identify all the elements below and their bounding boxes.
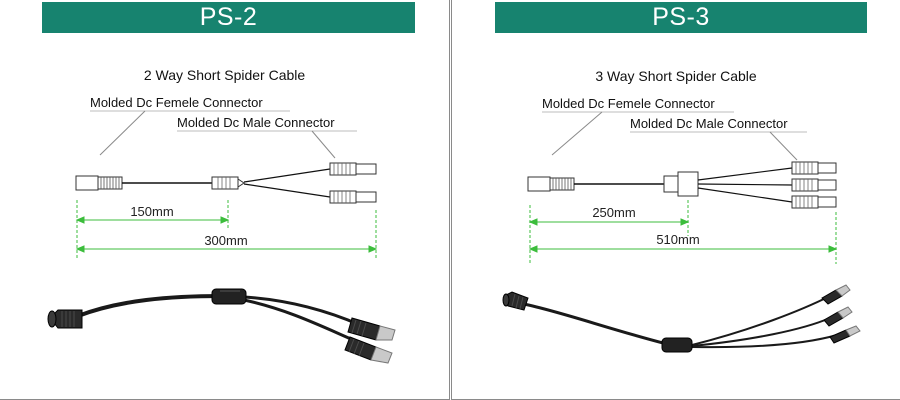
cable-photo-ps3 bbox=[502, 284, 861, 353]
female-connector-label-ps3: Molded Dc Femele Connector bbox=[542, 96, 715, 111]
branch-cable-3 bbox=[697, 187, 793, 203]
male-callout-leader bbox=[311, 130, 336, 159]
dim-arrows-short bbox=[75, 216, 230, 224]
panel-ps2: PS-2 2 Way Short Spider Cable Molded Dc … bbox=[0, 0, 450, 400]
panel-header-ps2: PS-2 bbox=[42, 2, 415, 33]
dim-label-long-ps3: 510mm bbox=[656, 232, 699, 247]
dim-label-short-ps3: 250mm bbox=[592, 205, 635, 220]
male-dc-connector-2 bbox=[329, 190, 377, 204]
spider-cable-drawing-ps3: 250mm 510mm bbox=[502, 111, 861, 353]
splitter-block bbox=[663, 171, 699, 197]
panel-header-ps3: PS-3 bbox=[495, 2, 867, 33]
splitter-block bbox=[211, 176, 245, 190]
dim-label-long-ps2: 300mm bbox=[204, 233, 247, 248]
female-connector-label-ps2: Molded Dc Femele Connector bbox=[90, 95, 263, 110]
male-dc-connector-1 bbox=[791, 161, 837, 175]
diagram-subtitle-ps3: 3 Way Short Spider Cable bbox=[595, 68, 757, 84]
diagram-subtitle-ps2: 2 Way Short Spider Cable bbox=[143, 67, 306, 83]
branch-cable-2 bbox=[243, 183, 331, 198]
male-callout-leader bbox=[769, 131, 798, 161]
male-dc-connector-3 bbox=[791, 195, 837, 209]
cable-photo-ps2 bbox=[47, 288, 396, 364]
spider-cable-drawing-ps2: 150mm 300mm bbox=[47, 110, 396, 364]
branch-cable-1 bbox=[243, 168, 331, 183]
dim-arrows-short bbox=[528, 218, 690, 226]
female-dc-connector bbox=[527, 176, 575, 192]
branch-cable-1 bbox=[697, 167, 793, 181]
male-connector-label-ps3: Molded Dc Male Connector bbox=[630, 116, 788, 131]
male-dc-connector-2 bbox=[791, 178, 837, 192]
female-callout-leader bbox=[551, 111, 603, 156]
male-dc-connector-1 bbox=[329, 162, 377, 176]
dim-arrows-long bbox=[528, 245, 838, 253]
female-callout-leader bbox=[99, 110, 146, 156]
female-dc-connector bbox=[75, 175, 123, 191]
male-connector-label-ps2: Molded Dc Male Connector bbox=[177, 115, 335, 130]
dim-label-short-ps2: 150mm bbox=[130, 204, 173, 219]
panel-ps3: PS-3 3 Way Short Spider Cable Molded Dc … bbox=[451, 0, 900, 400]
dim-arrows-long bbox=[75, 245, 378, 253]
branch-cable-2 bbox=[697, 183, 793, 186]
